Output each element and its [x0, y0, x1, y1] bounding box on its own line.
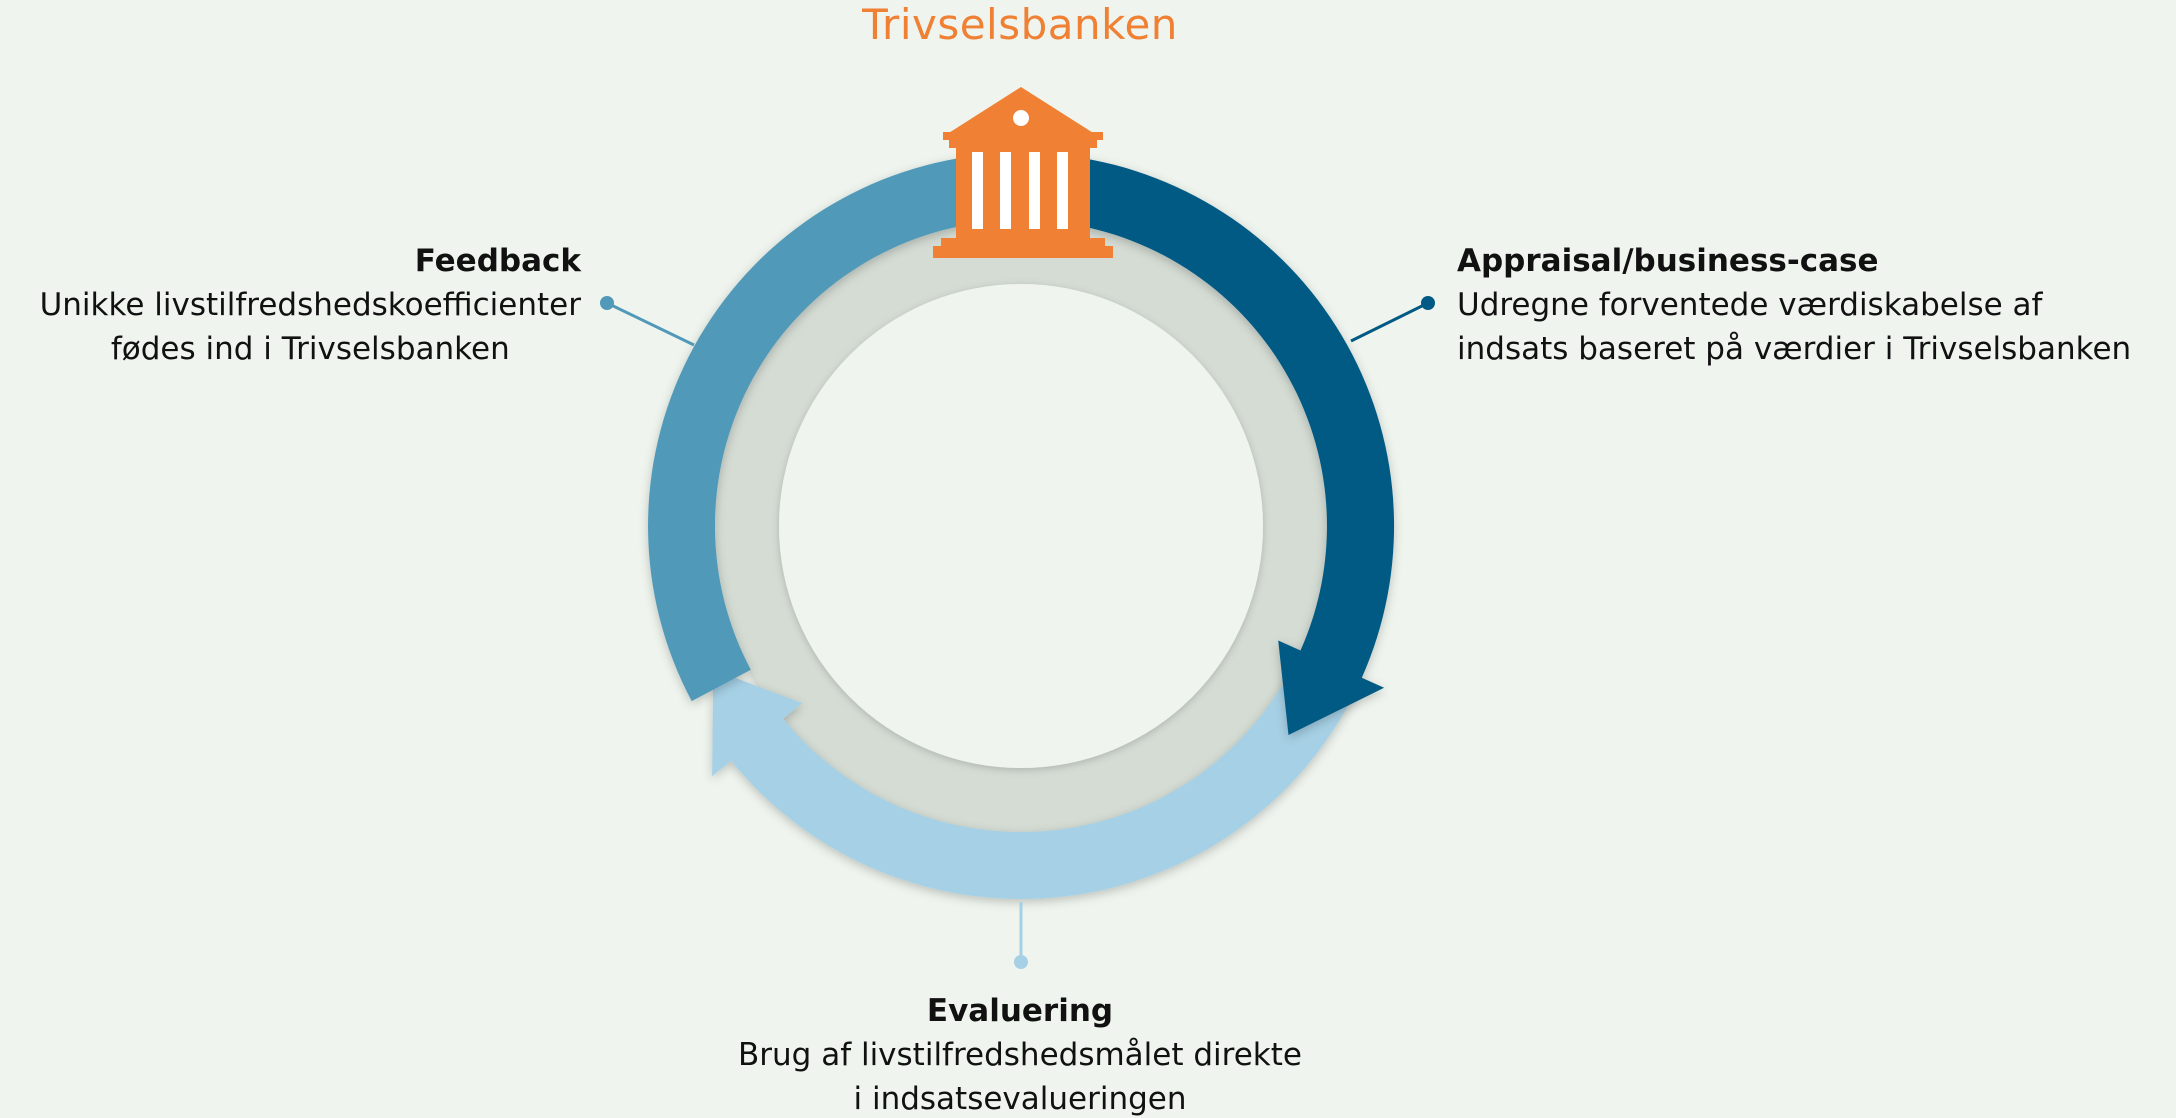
appraisal-line-2: indsats baseret på værdier i Trivselsban…	[1457, 331, 2132, 367]
evaluering-heading: Evaluering	[926, 993, 1114, 1029]
label-feedback: Feedback Unikke livstilfredshedskoeffici…	[40, 239, 581, 371]
connector-appraisal	[1350, 301, 1429, 343]
arc-feedback	[648, 156, 979, 702]
label-evaluering: Evaluering Brug af livstilfredshedsmålet…	[0, 989, 2040, 1118]
appraisal-line-1: Udregne forventede værdiskabelse af	[1457, 287, 2043, 323]
appraisal-heading: Appraisal/business-case	[1457, 243, 1879, 279]
connector-dot-appraisal	[1421, 296, 1435, 310]
connector-dot-evaluering	[1014, 955, 1028, 969]
ring-center	[779, 284, 1263, 768]
label-appraisal: Appraisal/business-case Udregne forvente…	[1457, 239, 2131, 371]
bank-building-icon	[933, 87, 1113, 258]
connector-feedback	[606, 301, 695, 347]
feedback-line-1: Unikke livstilfredshedskoefficienter	[39, 287, 581, 323]
arc-evaluering	[712, 660, 1357, 900]
evaluering-line-1: Brug af livstilfredshedsmålet direkte	[738, 1037, 1302, 1073]
connector-dot-feedback	[600, 296, 614, 310]
evaluering-line-2: i indsatsevalueringen	[853, 1081, 1187, 1117]
diagram-title: Trivselsbanken	[862, 0, 1178, 49]
arc-appraisal	[1063, 156, 1395, 736]
feedback-line-2: fødes ind i Trivselsbanken	[110, 331, 510, 367]
feedback-heading: Feedback	[414, 243, 581, 279]
